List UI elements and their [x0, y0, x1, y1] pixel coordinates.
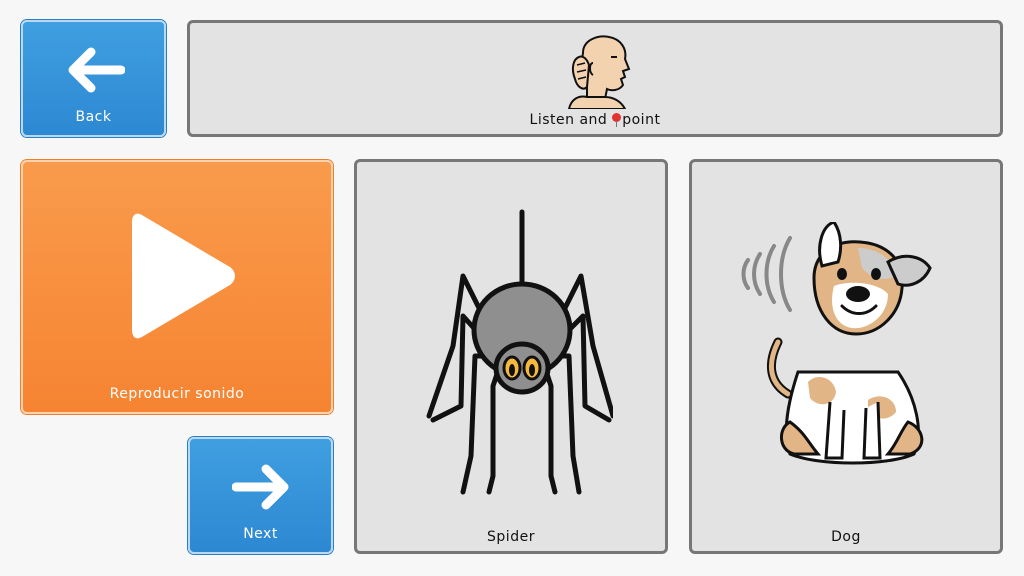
listen-ear-icon — [567, 35, 631, 109]
pin-icon — [612, 113, 622, 127]
dog-icon — [741, 222, 932, 465]
next-label: Next — [243, 526, 278, 542]
arrow-left-icon — [68, 47, 125, 93]
instruction-text: Listen and point — [190, 112, 1000, 128]
next-button[interactable]: Next — [188, 437, 333, 554]
play-sound-label: Reproducir sonido — [109, 386, 245, 402]
arrow-right-icon — [232, 464, 289, 510]
back-label: Back — [75, 109, 112, 125]
instruction-suffix: point — [622, 112, 661, 128]
spider-icon — [426, 209, 613, 495]
play-sound-button[interactable]: Reproducir sonido — [21, 160, 333, 414]
choice-card-spider[interactable]: Spider — [354, 159, 668, 554]
back-button[interactable]: Back — [21, 20, 166, 137]
instruction-panel: Listen and point — [187, 20, 1003, 137]
sound-waves-icon — [741, 236, 792, 312]
play-icon — [132, 213, 235, 339]
choice-card-dog[interactable]: Dog — [689, 159, 1003, 554]
choice-label-spider: Spider — [487, 529, 535, 545]
choice-label-dog: Dog — [831, 529, 861, 545]
instruction-prefix: Listen and — [529, 112, 608, 128]
